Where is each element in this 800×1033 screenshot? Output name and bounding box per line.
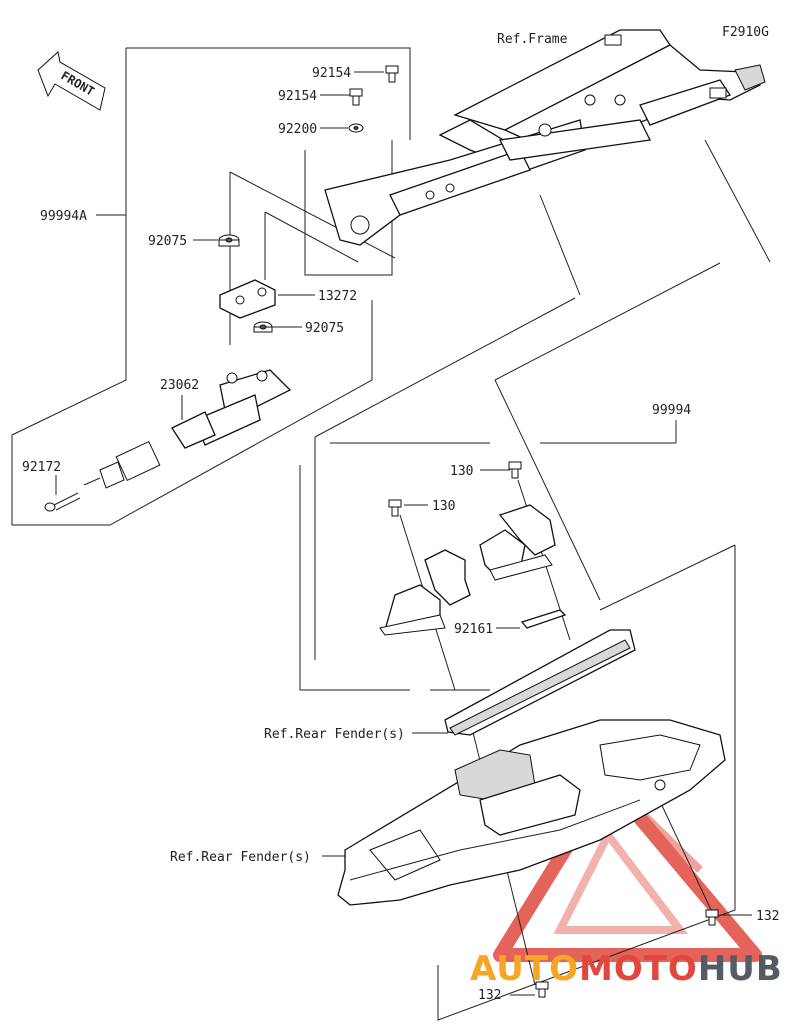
callout-lines <box>11 47 771 1021</box>
rear-fender-plate <box>444 629 636 736</box>
socket-23062-icon <box>83 411 216 489</box>
screw-92172-icon <box>44 492 81 512</box>
bracket-left-icon <box>379 549 471 636</box>
front-arrow-icon: FRONT <box>37 51 106 111</box>
label-99994: 99994 <box>652 403 691 418</box>
label-13272: 13272 <box>318 289 357 304</box>
rear-subframe <box>324 29 766 246</box>
bracket-13272-icon <box>219 279 276 319</box>
rear-fender <box>337 719 726 906</box>
watermark-hub: HUB <box>698 949 783 989</box>
pad-92161-icon <box>520 609 567 629</box>
label-92200: 92200 <box>278 122 317 137</box>
grommet-92075a-icon <box>218 234 240 247</box>
watermark-text: AUTOMOTOHUB <box>470 949 783 989</box>
bolt-130a-icon <box>508 461 522 479</box>
label-92154a: 92154 <box>312 66 351 81</box>
bolt-92154b-icon <box>349 88 363 106</box>
bolt-132a-icon <box>705 909 719 926</box>
svg-text:AUTOMOTOHUB: AUTOMOTOHUB <box>470 949 783 989</box>
label-130b: 130 <box>432 499 455 514</box>
washer-92200-icon <box>348 123 364 133</box>
ref-frame-label: Ref.Frame <box>497 32 568 47</box>
label-99994a: 99994A <box>40 209 87 224</box>
label-132b: 132 <box>478 988 501 1003</box>
bolt-92154a-icon <box>385 65 399 83</box>
bolt-132b-icon <box>535 981 549 998</box>
figure-code: F2910G <box>722 25 769 40</box>
label-132a: 132 <box>756 909 779 924</box>
label-92075b: 92075 <box>305 321 344 336</box>
label-130a: 130 <box>450 464 473 479</box>
watermark-moto: MOTO <box>579 949 698 989</box>
grommet-92075b-icon <box>253 321 273 333</box>
ref-rear-fender-label-2: Ref.Rear Fender(s) <box>170 850 311 865</box>
label-23062: 23062 <box>160 378 199 393</box>
label-92154b: 92154 <box>278 89 317 104</box>
bolt-130b-icon <box>388 499 402 517</box>
label-92075a: 92075 <box>148 234 187 249</box>
ref-rear-fender-label-1: Ref.Rear Fender(s) <box>264 727 405 742</box>
bracket-right-icon <box>479 504 556 581</box>
label-92172: 92172 <box>22 460 61 475</box>
watermark-auto: AUTO <box>470 949 579 989</box>
label-92161: 92161 <box>454 622 493 637</box>
